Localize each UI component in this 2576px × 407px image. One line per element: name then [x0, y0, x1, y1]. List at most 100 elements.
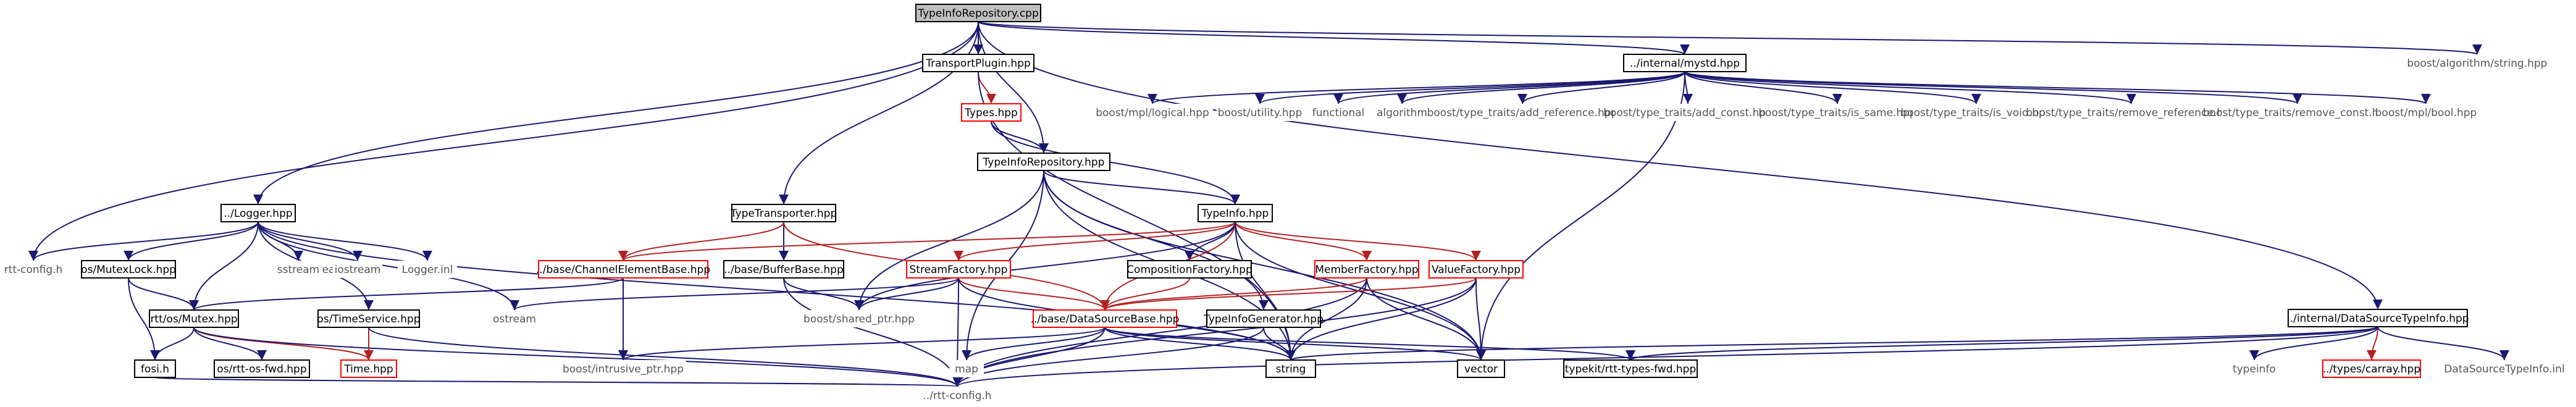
edge-typeinforepository_hpp-to-typeinfo_hpp: [1043, 170, 1240, 205]
edge-logger_hpp-to-os_mutexlock: [124, 221, 259, 261]
node-tt-add-const: boost/type_traits/add_const.hpp: [1603, 104, 1773, 121]
edge-logger_hpp-to-logger_inl: [258, 221, 432, 261]
node-boost-intrusive-ptr: boost/intrusive_ptr.hpp: [560, 360, 686, 377]
edge-internal_mystd-to-mpl_logical: [1147, 71, 1685, 104]
node-box: [915, 4, 1041, 22]
node-label: TypeTransporter.hpp: [730, 208, 837, 220]
node-rtt-config-dotdot: ../rtt-config.h: [921, 387, 993, 404]
node-buffer-base[interactable]: ../base/BufferBase.hpp: [723, 260, 844, 279]
node-box: [1198, 204, 1273, 222]
node-stream-factory[interactable]: StreamFactory.hpp: [906, 260, 1011, 279]
node-algorithm: algorithm: [1372, 104, 1432, 121]
node-label: boost/mpl/bool.hpp: [2375, 107, 2477, 119]
node-os-mutexlock[interactable]: os/MutexLock.hpp: [81, 260, 176, 279]
edge-rtt_os_mutex-to-time_hpp: [193, 327, 374, 361]
node-base-datasourcebase[interactable]: ../base/DataSourceBase.hpp: [1031, 309, 1180, 328]
node-box: [949, 360, 984, 377]
node-member-factory[interactable]: MemberFactory.hpp: [1314, 260, 1419, 279]
edge-buffer_base-to-rtt_config_dotdot: [783, 277, 962, 387]
node-box: [81, 260, 176, 279]
edge-base_datasourcebase-to-typekit_rtt_types_fwd: [1104, 327, 1635, 361]
edge-os_timeservice-to-rtt_config_dotdot: [368, 327, 962, 387]
node-label: ../rtt-config.h: [923, 390, 991, 402]
node-box: [560, 360, 686, 377]
edge-stream_factory-to-boost_shared_ptr: [854, 277, 959, 311]
node-box: [1372, 104, 1432, 121]
node-root[interactable]: TypeInfoRepository.cpp: [915, 4, 1041, 22]
node-box: [1913, 104, 2040, 121]
node-std-typeinfo: typeinfo: [2227, 360, 2281, 377]
node-label: Types.hpp: [964, 107, 1018, 119]
node-datasource-typeinfo-inl: DataSourceTypeInfo.inl: [2444, 360, 2565, 377]
node-rtt-config-h: rtt-config.h: [1, 261, 65, 278]
edge-member_factory-to-base_datasourcebase: [1100, 277, 1367, 311]
node-box: [1435, 104, 1609, 121]
node-logger-hpp[interactable]: ../Logger.hpp: [220, 204, 296, 222]
node-box: [214, 359, 310, 378]
node-label: ostream: [493, 313, 536, 325]
node-box: [922, 54, 1034, 72]
node-rtt-os-mutex[interactable]: rtt/os/Mutex.hpp: [149, 309, 239, 328]
node-box: [1206, 309, 1321, 328]
node-box: [731, 204, 836, 222]
node-box: [1265, 359, 1316, 378]
node-os-rtt-os-fwd[interactable]: os/rtt-os-fwd.hpp: [214, 359, 310, 378]
edge-typeinforepository_hpp-to-typeinfo_generator: [1043, 170, 1269, 311]
node-label: vector: [1464, 363, 1498, 376]
node-typekit-rtt-types-fwd[interactable]: typekit/rtt-types-fwd.hpp: [1563, 359, 1698, 378]
node-box: [1623, 54, 1747, 72]
node-composition-factory[interactable]: CompositionFactory.hpp: [1126, 260, 1252, 279]
node-string[interactable]: string: [1265, 359, 1316, 378]
edge-buffer_base-to-boost_shared_ptr: [783, 277, 864, 311]
node-label: string: [1276, 363, 1306, 376]
node-label: StreamFactory.hpp: [910, 264, 1008, 276]
node-label: rtt-config.h: [4, 264, 63, 276]
node-typeinfo-hpp[interactable]: TypeInfo.hpp: [1198, 204, 1273, 222]
edge-internal_dstypeinfo-to-datasource_typeinfo_inl: [2377, 326, 2509, 361]
edge-rtt_os_mutex-to-rtt_config_dotdot: [193, 327, 962, 387]
node-internal-mystd[interactable]: ../internal/mystd.hpp: [1623, 54, 1747, 72]
node-tt-is-same: boost/type_traits/is_same.hpp: [1758, 104, 1916, 121]
node-transportplugin[interactable]: TransportPlugin.hpp: [922, 54, 1034, 72]
node-label: TypeInfoRepository.cpp: [917, 7, 1039, 20]
node-value-factory[interactable]: ValueFactory.hpp: [1429, 260, 1524, 279]
node-label: ../base/ChannelElementBase.hpp: [536, 264, 710, 276]
node-label: Logger.inl: [402, 264, 453, 276]
node-label: boost/type_traits/add_reference.hpp: [1427, 107, 1618, 119]
node-label: boost/shared_ptr.hpp: [803, 313, 915, 325]
edge-root-to-internal_dstypeinfo: [978, 21, 2383, 310]
edge-value_factory-to-string: [1286, 277, 1477, 361]
node-channel-element-base[interactable]: ../base/ChannelElementBase.hpp: [536, 260, 710, 279]
node-box: [1, 261, 65, 278]
node-box: [1092, 104, 1213, 121]
node-os-timeservice[interactable]: os/TimeService.hpp: [317, 309, 421, 328]
node-typeinforepository-hpp[interactable]: TypeInfoRepository.hpp: [977, 153, 1110, 171]
node-box: [2444, 360, 2565, 377]
node-box: [2377, 104, 2475, 121]
node-fosi-h[interactable]: fosi.h: [134, 359, 176, 378]
node-box: [961, 103, 1022, 122]
node-label: boost/type_traits/remove_reference.hpp: [2026, 107, 2236, 119]
edge-internal_mystd-to-tt_is_same: [1684, 71, 1842, 104]
node-types-carray[interactable]: ../types/carray.hpp: [2322, 359, 2421, 378]
edge-stream_factory-to-base_datasourcebase: [958, 277, 1110, 311]
node-tt-remove-const: boost/type_traits/remove_const.hpp: [2203, 104, 2392, 121]
node-box: [340, 359, 397, 378]
node-box: [723, 260, 844, 279]
node-label: ../types/carray.hpp: [2323, 363, 2420, 376]
node-time-hpp[interactable]: Time.hpp: [340, 359, 397, 378]
node-types-hpp[interactable]: Types.hpp: [961, 103, 1022, 122]
node-typetransporter-hpp[interactable]: TypeTransporter.hpp: [730, 204, 837, 222]
edge-member_factory-to-string: [1286, 277, 1367, 361]
node-box: [2288, 309, 2468, 327]
node-label: boost/mpl/logical.hpp: [1096, 107, 1209, 119]
edge-internal_mystd-to-tt_add_reference: [1517, 71, 1685, 104]
node-label: os/rtt-os-fwd.hpp: [217, 363, 306, 376]
edge-typetransporter_hpp-to-channel_element_base: [618, 221, 784, 261]
edge-channel_element_base-to-rtt_os_mutex: [189, 277, 624, 311]
node-internal-dstypeinfo[interactable]: ../internal/DataSourceTypeInfo.hpp: [2286, 309, 2469, 327]
edge-internal_dstypeinfo-to-types_carray: [2367, 326, 2378, 361]
edge-typeinfo_hpp-to-value_factory: [1235, 221, 1481, 261]
node-vector[interactable]: vector: [1457, 359, 1505, 378]
node-typeinfo-generator[interactable]: TypeInfoGenerator.hpp: [1203, 309, 1324, 328]
